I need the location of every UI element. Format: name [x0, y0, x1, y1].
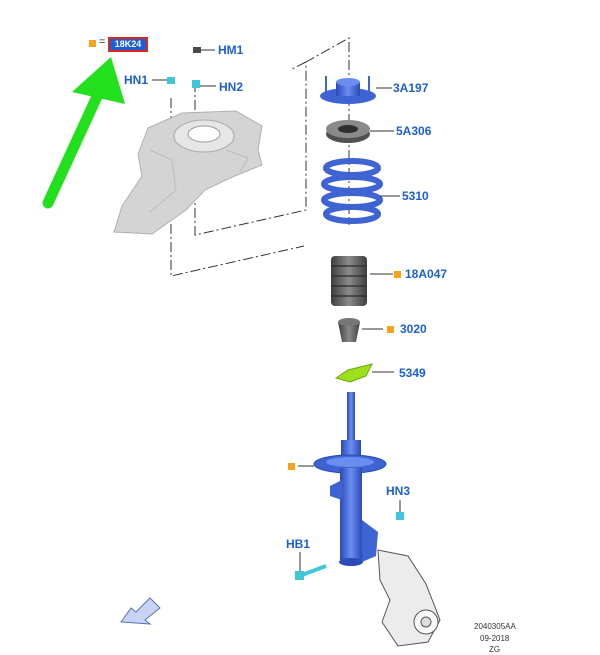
- callout-hn2[interactable]: HN2: [219, 80, 244, 94]
- callout-hm1[interactable]: HM1: [218, 43, 244, 57]
- marker-18a047: [394, 271, 401, 278]
- callout-hb1[interactable]: HB1: [286, 537, 311, 551]
- marker-strut: [288, 463, 295, 470]
- legend-marker: [89, 40, 96, 47]
- marker-3020: [387, 326, 394, 333]
- upper-bearing: [326, 120, 394, 143]
- callout-hn1[interactable]: HN1: [124, 73, 149, 87]
- green-arrow-icon: [42, 57, 125, 209]
- callout-5a306[interactable]: 5A306: [396, 124, 432, 138]
- callout-3a197[interactable]: 3A197: [393, 81, 429, 95]
- bracket: [334, 363, 394, 383]
- footer-ref: 2040305AA: [474, 622, 516, 631]
- bump-stop: [338, 318, 383, 342]
- callout-5349[interactable]: 5349: [399, 366, 426, 380]
- nut-hn1: [152, 77, 175, 84]
- strut-mount: [320, 76, 392, 104]
- direction-arrow-icon: [120, 597, 161, 625]
- strut-assembly: [298, 392, 387, 566]
- dust-boot: [331, 256, 393, 306]
- callout-18a047[interactable]: 18A047: [405, 267, 448, 281]
- legend-equals: =: [99, 36, 106, 48]
- footer-code: ZG: [489, 645, 501, 654]
- legend-code-box[interactable]: 18K24: [108, 37, 148, 52]
- nut-hm1: [193, 47, 215, 53]
- callout-3020[interactable]: 3020: [400, 322, 427, 336]
- nut-hn3: [396, 500, 404, 520]
- bolt-hb1: [295, 552, 327, 580]
- strut-tower: [113, 110, 263, 235]
- callout-hn3[interactable]: HN3: [386, 484, 411, 498]
- callout-5310[interactable]: 5310: [402, 189, 429, 203]
- nut-hn2: [192, 80, 216, 88]
- coil-spring: [321, 158, 400, 224]
- footer-date: 09-2018: [480, 634, 510, 643]
- steering-knuckle: [377, 549, 441, 647]
